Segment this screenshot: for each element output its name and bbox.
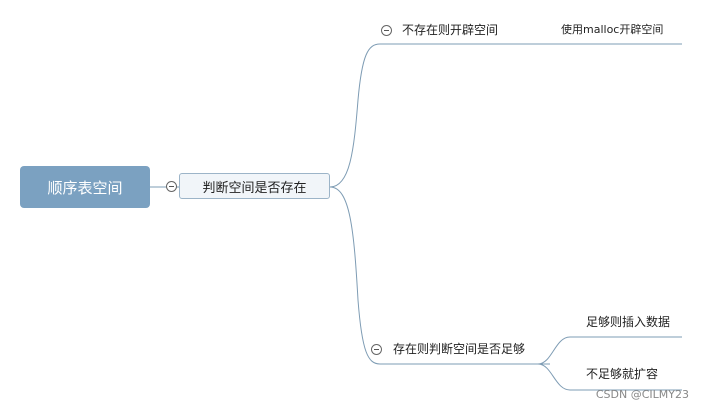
connector-main-upper xyxy=(329,43,560,188)
branch-lower-child-1[interactable]: 足够则插入数据 xyxy=(586,315,671,329)
minus-circle-icon[interactable] xyxy=(371,344,382,355)
branch-upper-child[interactable]: 使用malloc开辟空间 xyxy=(561,23,664,36)
root-node-label: 顺序表空间 xyxy=(47,178,123,197)
branch-lower-child-2[interactable]: 不足够就扩容 xyxy=(586,367,659,381)
connector-lower-child-1 xyxy=(537,336,682,365)
branch-upper-label[interactable]: 不存在则开辟空间 xyxy=(402,23,499,37)
root-node[interactable]: 顺序表空间 xyxy=(20,166,150,208)
main-node[interactable]: 判断空间是否存在 xyxy=(179,173,330,199)
connector-main-lower xyxy=(329,186,550,365)
watermark: CSDN @CILMY23 xyxy=(595,388,689,401)
connector-lower-child-2 xyxy=(537,363,682,391)
minus-circle-icon[interactable] xyxy=(381,25,392,36)
minus-circle-icon[interactable] xyxy=(166,181,177,192)
main-node-label: 判断空间是否存在 xyxy=(202,180,307,196)
branch-lower-label[interactable]: 存在则判断空间是否足够 xyxy=(393,342,526,356)
